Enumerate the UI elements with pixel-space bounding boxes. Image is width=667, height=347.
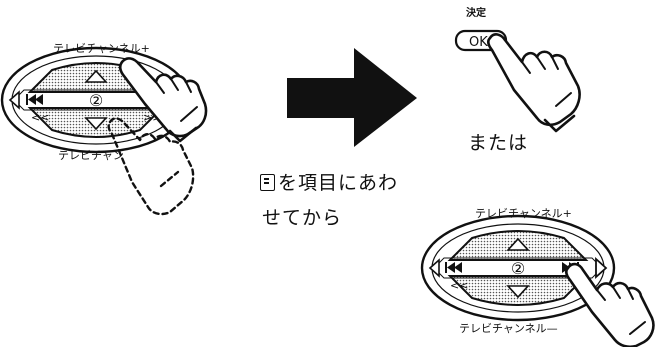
right-top-label: テレビチャンネル+ bbox=[475, 207, 572, 220]
right-next-triangle-icon[interactable] bbox=[595, 256, 608, 280]
right-down-triangle-icon bbox=[506, 285, 530, 299]
right-prev-label: << bbox=[450, 279, 468, 292]
instruction-line-1-text: を項目にあわ bbox=[278, 172, 399, 194]
left-skip-back-icon bbox=[26, 94, 43, 105]
right-arrow-icon bbox=[287, 48, 417, 147]
left-prev-triangle-icon bbox=[8, 90, 20, 110]
right-skip-back-icon bbox=[445, 262, 462, 273]
left-pointing-hand-icon bbox=[118, 57, 208, 143]
ok-button-label: OK bbox=[469, 35, 488, 50]
left-down-triangle-icon bbox=[84, 117, 108, 131]
right-remote-dpad: ② << テレビチャンネル+ テレビチャンネル— bbox=[420, 207, 616, 335]
right-bottom-label: テレビチャンネル— bbox=[459, 322, 558, 335]
left-bottom-label: テレビチャン bbox=[58, 149, 124, 162]
ok-pointing-hand-icon bbox=[486, 33, 581, 133]
right-prev-triangle-icon bbox=[428, 258, 440, 278]
right-center-number: ② bbox=[511, 259, 525, 278]
right-up-triangle-icon bbox=[506, 237, 530, 251]
left-prev-label: << bbox=[31, 111, 49, 124]
right-pointing-hand-icon bbox=[564, 262, 655, 347]
left-dashed-hand-icon bbox=[107, 117, 195, 216]
instruction-line-1: を項目にあわ bbox=[260, 168, 398, 195]
instruction-line-2: せてから bbox=[262, 207, 343, 229]
left-center-number: ② bbox=[89, 91, 103, 110]
ok-caption: 決定 bbox=[466, 6, 486, 19]
left-up-triangle-icon bbox=[84, 69, 108, 83]
or-text: または bbox=[468, 132, 529, 154]
left-top-label: テレビチャンネル+ bbox=[53, 42, 150, 55]
cursor-mark-icon bbox=[260, 174, 275, 191]
